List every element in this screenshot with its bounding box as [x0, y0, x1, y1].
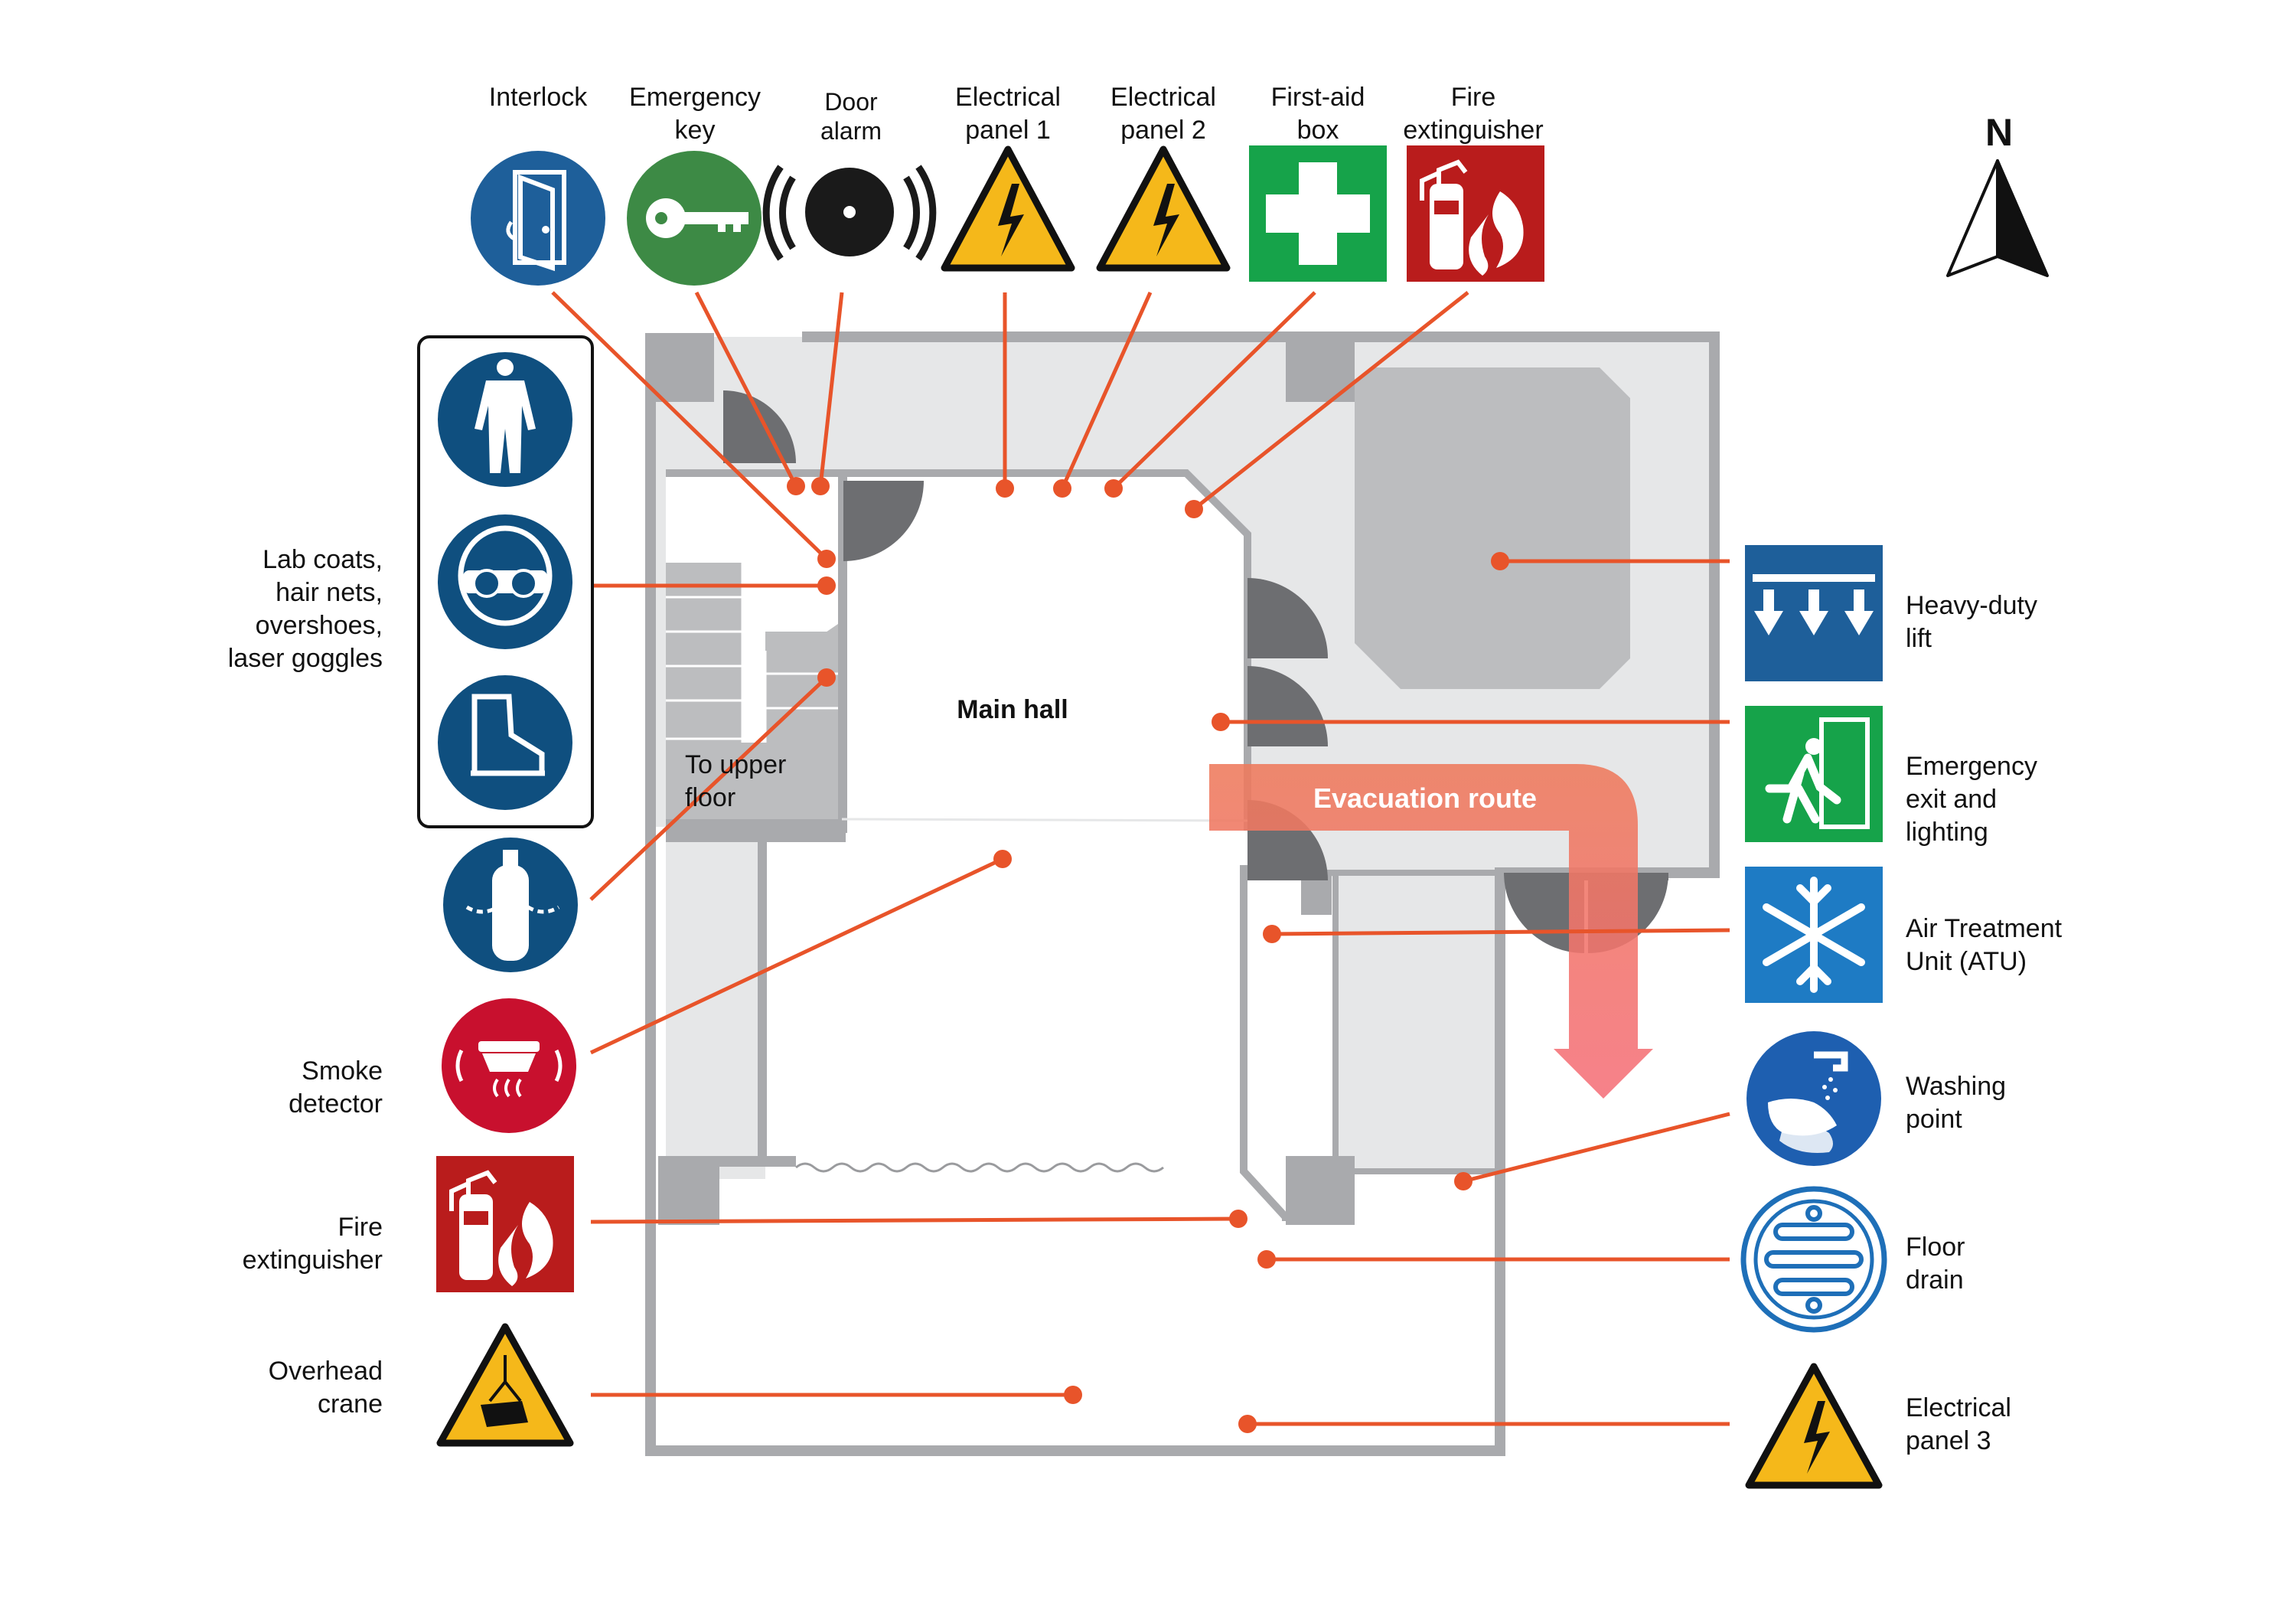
- stair-wall: [838, 473, 847, 833]
- floor-plan: [645, 331, 1720, 1456]
- lift-arrows-icon: [1745, 545, 1883, 681]
- electrical-hazard-icon: [1096, 145, 1231, 272]
- first-aid-icon: [1249, 145, 1387, 282]
- electrical-panel-2-label: Electrical panel 2: [1110, 83, 1216, 145]
- overhead-crane-label: Overhead crane: [268, 1357, 383, 1419]
- door-alarm-label: Door alarm: [820, 88, 882, 145]
- overhead-crane-icon: [436, 1323, 574, 1447]
- compass-arrow-icon: [1946, 159, 2049, 277]
- inner-wall-left: [758, 838, 767, 1160]
- compass-north-label: N: [1985, 111, 2013, 154]
- inner-wall-sw: [712, 1156, 796, 1167]
- snowflake-icon: [1745, 867, 1883, 1003]
- emergency-exit-icon: [1745, 706, 1883, 842]
- overshoes-icon: [438, 675, 572, 810]
- upper-floor-label: To upper floor: [685, 750, 787, 812]
- door-interlock-icon: [471, 151, 605, 286]
- evacuation-route-arrow: [1209, 764, 1653, 1099]
- lift-room: [1355, 367, 1630, 689]
- fire-extinguisher-top-label: Fire extinguisher: [1403, 83, 1544, 145]
- curtain: [795, 1162, 1164, 1173]
- interlock-label: Interlock: [488, 83, 588, 112]
- ppe-group: [417, 335, 594, 828]
- key-icon: [627, 151, 762, 286]
- washing-point-label: Washing point: [1906, 1072, 2007, 1134]
- alarm-bell-icon: [762, 165, 937, 261]
- wall-block-se: [1286, 1156, 1355, 1225]
- fire-extinguisher-icon: [436, 1156, 574, 1292]
- inner-wall-east: [1240, 865, 1290, 1221]
- leader-dots: [787, 477, 1509, 1433]
- fire-extinguisher-icon: [1407, 145, 1544, 282]
- electrical-panel-3-label: Electrical panel 3: [1906, 1393, 2011, 1455]
- stair-base: [666, 819, 846, 842]
- main-hall-label: Main hall: [957, 695, 1068, 724]
- wall-block-left: [645, 333, 714, 402]
- electrical-hazard-icon: [941, 145, 1075, 272]
- ppe-label: Lab coats, hair nets, overshoes, laser g…: [227, 545, 383, 673]
- emergency-exit-label: Emergency exit and lighting: [1906, 752, 2037, 847]
- atu-label: Air Treatment Unit (ATU): [1906, 914, 2063, 976]
- hand-washing-icon: [1746, 1031, 1881, 1166]
- floor-drain-label: Floor drain: [1906, 1233, 1965, 1295]
- emergency-key-label: Emergency key: [629, 83, 761, 145]
- goggles-icon: [438, 514, 572, 649]
- electrical-hazard-icon: [1745, 1363, 1883, 1489]
- east-room: [1336, 873, 1496, 1171]
- evacuation-route-label: Evacuation route: [1313, 782, 1537, 814]
- divider-line: [841, 818, 1248, 822]
- electrical-panel-1-label: Electrical panel 1: [955, 83, 1061, 145]
- floor-drain-icon: [1740, 1186, 1887, 1333]
- gas-cylinder-icon: [443, 838, 578, 972]
- lab-coat-icon: [438, 352, 572, 487]
- staircase: [666, 563, 838, 819]
- corridor-left: [666, 827, 765, 1179]
- smoke-detector-icon: [442, 998, 576, 1133]
- lift-label: Heavy-duty lift: [1906, 591, 2037, 653]
- fire-extinguisher-left-label: Fire extinguisher: [242, 1213, 383, 1275]
- smoke-detector-label: Smoke detector: [289, 1056, 383, 1118]
- wall-block-sw: [658, 1156, 719, 1225]
- first-aid-label: First-aid box: [1270, 83, 1365, 145]
- leader-lines: [551, 291, 1730, 1426]
